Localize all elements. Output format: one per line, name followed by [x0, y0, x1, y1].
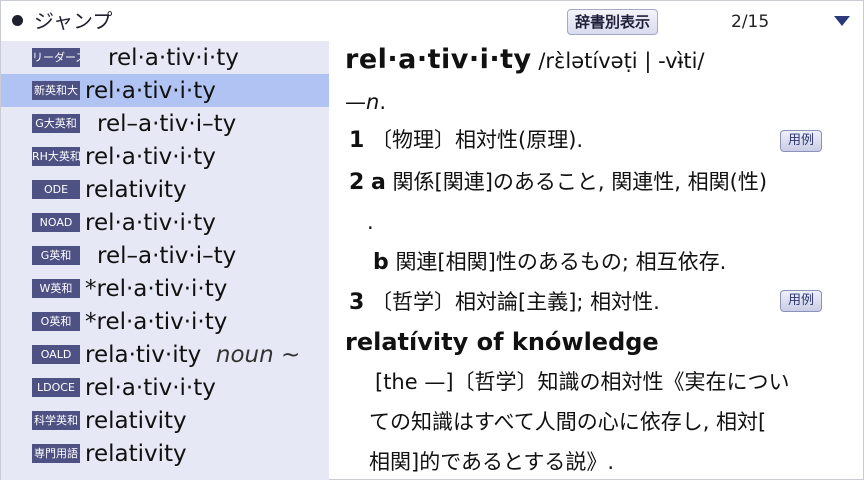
sense-text: 関係[関連]のあること, 関連性, 相関(性): [392, 170, 768, 194]
sense-3: 3 〔哲学〕相対論[主義]; 相対性.: [349, 287, 660, 318]
phrase-definition-line: 相関]的であるとする説》.: [369, 450, 615, 474]
sense-2b: b 関連[相関]性のあるもの; 相互依存.: [373, 247, 726, 278]
dictionary-tag: W英和: [32, 279, 80, 298]
sense-2a: 2 a 関係[関連]のあること, 関連性, 相関(性): [349, 167, 767, 198]
list-item-w-eiwa[interactable]: W英和 *rel·a·tiv·i·ty: [1, 272, 329, 305]
example-button[interactable]: 用例: [780, 130, 822, 152]
page-indicator: 2/15: [731, 12, 770, 32]
list-item-g-dai-eiwa[interactable]: G大英和 rel–a·tiv·i–ty: [1, 107, 329, 140]
dictionary-tag: LDOCE: [32, 378, 80, 397]
dictionary-tag: 新英和大: [32, 81, 80, 100]
pos-dash: —: [345, 90, 366, 114]
dictionary-tag: 専門用語: [32, 444, 80, 463]
bullet-icon: [12, 15, 23, 26]
sense-number: 1: [349, 128, 365, 153]
sense-text: 〔哲学〕相対論[主義]; 相対性.: [371, 290, 660, 314]
dictionary-tag: O英和: [32, 312, 80, 331]
dictionary-list: リーダーズ rel·a·tiv·i·ty 新英和大 rel·a·tiv·i·ty…: [1, 41, 329, 480]
list-item-o-eiwa[interactable]: O英和 *rel·a·tiv·i·ty: [1, 305, 329, 338]
list-item-ode[interactable]: ODE relativity: [1, 173, 329, 206]
dropdown-arrow-icon[interactable]: [834, 16, 850, 26]
list-item-word: rel·a·tiv·i·ty: [85, 78, 216, 104]
dictionary-tag: 科学英和: [32, 411, 80, 430]
list-item-kagaku-eiwa[interactable]: 科学英和 relativity: [1, 404, 329, 437]
headword-line: rel·a·tiv·i·ty /rὲlətívəṭi | -vɨ̀ti/: [345, 45, 705, 76]
list-item-word: relativity: [85, 408, 187, 434]
list-item-word-text: rela·tiv·ity: [85, 342, 202, 368]
list-item-shin-eiwa-dai[interactable]: 新英和大 rel·a·tiv·i·ty: [1, 74, 329, 107]
dictionary-tag: OALD: [32, 345, 80, 364]
sense-1: 1 〔物理〕相対性(原理).: [349, 125, 583, 156]
header-bar: ジャンプ 辞書別表示 2/15: [1, 1, 864, 41]
list-item-g-eiwa[interactable]: G英和 rel–a·tiv·i–ty: [1, 239, 329, 272]
sense-2a-continuation: .: [367, 210, 374, 234]
list-item-suffix: noun ~: [215, 342, 301, 368]
entry-panel: rel·a·tiv·i·ty /rὲlətívəṭi | -vɨ̀ti/ —n.…: [329, 41, 864, 480]
list-item-word: rel·a·tiv·i·ty: [85, 375, 216, 401]
list-item-readers[interactable]: リーダーズ rel·a·tiv·i·ty: [1, 41, 329, 74]
sense-text: 関連[相関]性のあるもの; 相互依存.: [395, 250, 727, 274]
headword: rel·a·tiv·i·ty: [345, 44, 532, 75]
list-item-word: rel·a·tiv·i·ty: [85, 210, 216, 236]
list-item-senmon-yougo[interactable]: 専門用語 relativity: [1, 437, 329, 470]
pos-label: n: [366, 90, 380, 114]
dictionary-tag: RH大英和: [32, 147, 80, 166]
phrase-definition-line: [the —]〔哲学〕知識の相対性《実在につい: [375, 370, 790, 394]
list-item-word: rel·a·tiv·i·ty: [108, 45, 239, 71]
phrase-heading: relatívity of knówledge: [345, 328, 659, 356]
part-of-speech: —n.: [345, 87, 386, 117]
subsense-letter: a: [371, 170, 386, 195]
dictionary-tag: G大英和: [32, 114, 80, 133]
dictionary-tag: ODE: [32, 180, 80, 199]
list-item-word: relativity: [85, 177, 187, 203]
sense-text: 〔物理〕相対性(原理).: [371, 128, 584, 152]
list-item-noad[interactable]: NOAD rel·a·tiv·i·ty: [1, 206, 329, 239]
list-item-rh-dai-eiwa[interactable]: RH大英和 rel·a·tiv·i·ty: [1, 140, 329, 173]
list-item-word: *rel·a·tiv·i·ty: [85, 309, 228, 335]
header-title: ジャンプ: [34, 9, 113, 33]
pos-period: .: [379, 90, 386, 114]
example-button[interactable]: 用例: [780, 290, 822, 312]
list-item-oald[interactable]: OALD rela·tiv·ity noun ~: [1, 338, 329, 371]
pronunciation: /rὲlətívəṭi | -vɨ̀ti/: [538, 49, 705, 73]
dictionary-view-button[interactable]: 辞書別表示: [567, 9, 659, 35]
subsense-letter: b: [373, 250, 389, 275]
phrase-definition-line: ての知識はすべて人間の心に依存し, 相対[: [369, 410, 767, 434]
list-item-word: rel–a·tiv·i–ty: [97, 243, 237, 269]
list-item-ldoce[interactable]: LDOCE rel·a·tiv·i·ty: [1, 371, 329, 404]
dictionary-tag: G英和: [32, 246, 80, 265]
list-item-word: rel·a·tiv·i·ty: [85, 144, 216, 170]
sense-number: 3: [349, 290, 365, 315]
dictionary-tag: NOAD: [32, 213, 80, 232]
list-item-word: relativity: [85, 441, 187, 467]
list-item-word: rela·tiv·ity noun ~: [85, 339, 300, 371]
list-item-word: rel–a·tiv·i–ty: [97, 111, 237, 137]
list-item-word: *rel·a·tiv·i·ty: [85, 276, 228, 302]
sense-number: 2: [349, 170, 365, 195]
dictionary-tag: リーダーズ: [32, 48, 80, 67]
